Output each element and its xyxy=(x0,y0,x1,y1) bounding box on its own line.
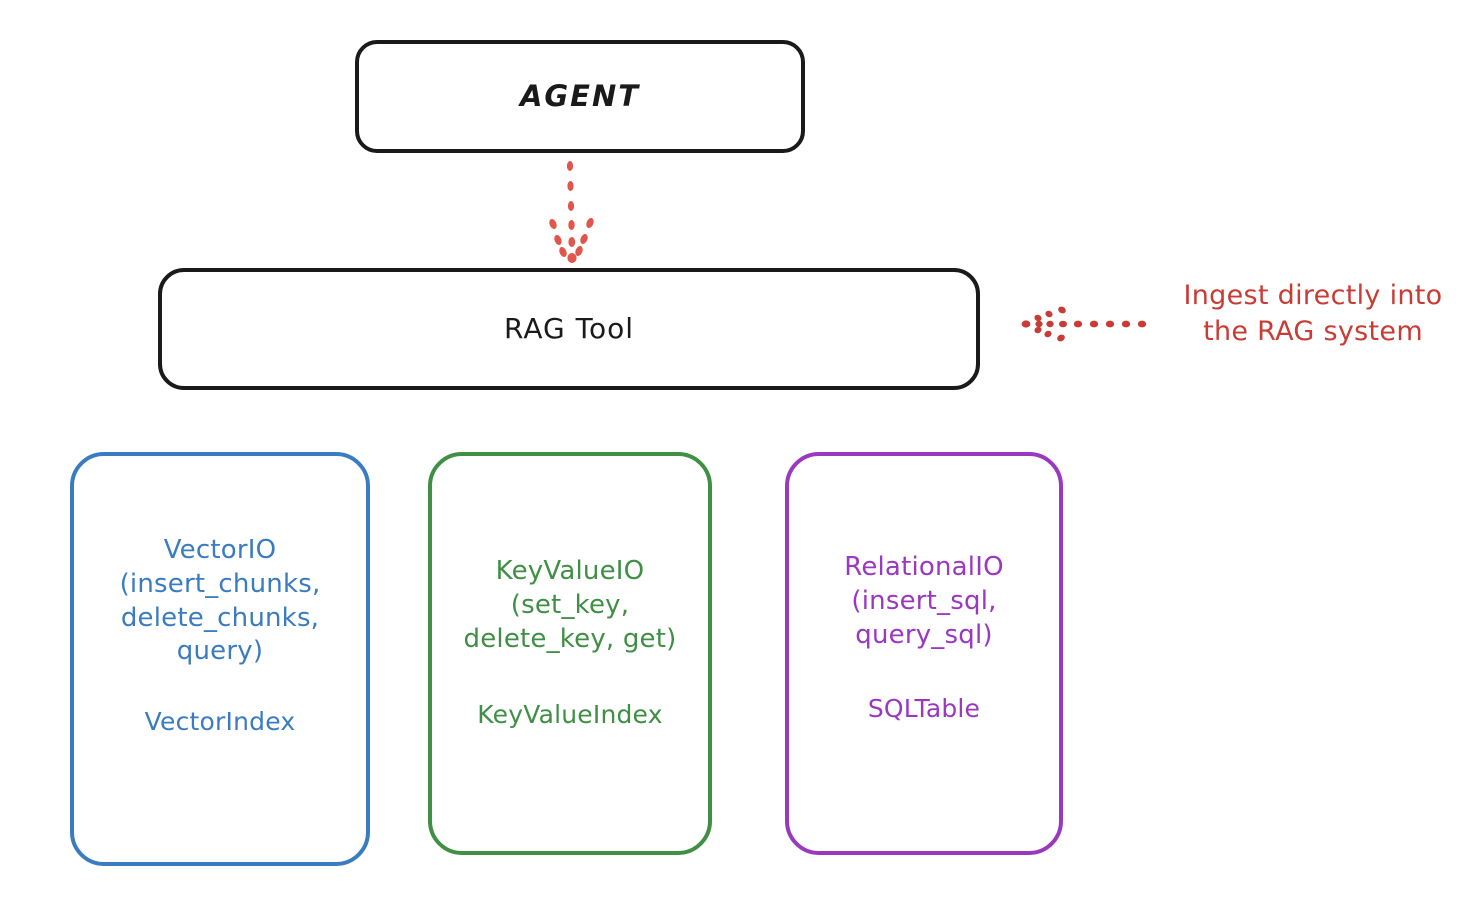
relational-io-index-label: SQLTable xyxy=(867,694,981,724)
vector-io-api-label: VectorIO (insert_chunks, delete_chunks, … xyxy=(119,535,321,667)
key-value-io-api-label: KeyValueIO (set_key, delete_key, get) xyxy=(463,556,677,654)
relational-io-api-label: RelationalIO (insert_sql, query_sql) xyxy=(844,552,1004,650)
node-relational-io[interactable]: RelationalIO (insert_sql, query_sql) SQL… xyxy=(785,452,1063,855)
vector-io-index-label: VectorIndex xyxy=(144,707,296,737)
edge-ingest-to-rag-tool-dotted-arrow-icon xyxy=(1021,306,1147,342)
node-rag-tool-label: RAG Tool xyxy=(504,312,634,346)
relational-io-content: RelationalIO (insert_sql, query_sql) SQL… xyxy=(789,456,1059,723)
annotation-ingest-directly: Ingest directly into the RAG system xyxy=(1183,280,1443,347)
key-value-io-index-label: KeyValueIndex xyxy=(477,700,663,730)
node-agent[interactable]: AGENT xyxy=(355,40,805,153)
vector-io-content: VectorIO (insert_chunks, delete_chunks, … xyxy=(74,456,366,736)
edge-agent-to-rag-tool-dotted-arrow-icon xyxy=(549,161,594,263)
node-rag-tool[interactable]: RAG Tool xyxy=(158,268,980,390)
node-vector-io[interactable]: VectorIO (insert_chunks, delete_chunks, … xyxy=(70,452,370,866)
key-value-io-content: KeyValueIO (set_key, delete_key, get) Ke… xyxy=(432,456,708,729)
node-agent-label: AGENT xyxy=(519,78,641,113)
node-key-value-io[interactable]: KeyValueIO (set_key, delete_key, get) Ke… xyxy=(428,452,712,855)
